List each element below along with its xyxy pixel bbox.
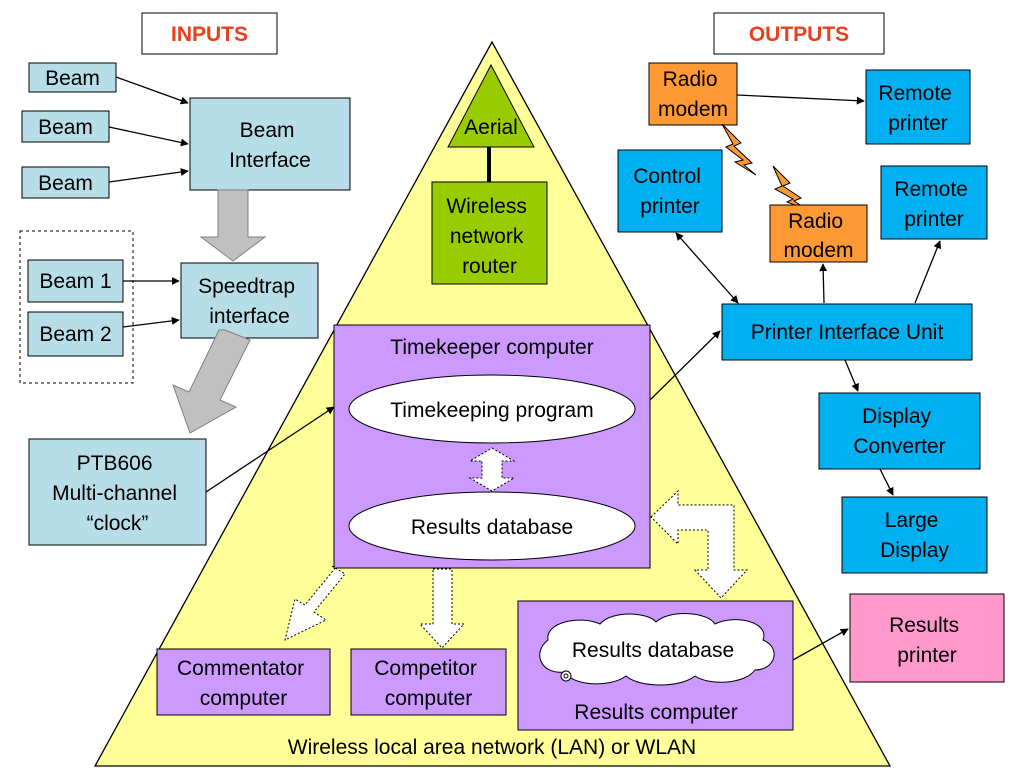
piu-to-remote-printer-line [914, 240, 942, 304]
timekeeper-computer-box: Timekeeper computer Timekeeping program … [333, 324, 651, 569]
beam-2-label: Beam 2 [39, 323, 111, 346]
beam-interface-label: Beam Interface [229, 119, 311, 172]
outputs-header-text: OUTPUTS [749, 23, 849, 46]
modem-to-remote-printer-line [736, 94, 865, 105]
inputs-header: INPUTS [141, 12, 278, 55]
outputs-header: OUTPUTS [713, 12, 885, 55]
beam-3-to-interface-line [108, 168, 189, 183]
timekeeper-to-piu-line [649, 330, 721, 401]
speedtrap-beams-group [19, 230, 134, 384]
control-printer-label: Control printer [633, 165, 707, 218]
results-database-cloud [539, 613, 775, 686]
control-printer-piu-line [675, 232, 739, 304]
radio-modem-top-box: Radio modem [648, 62, 738, 126]
display-converter-label: Display Converter [853, 405, 945, 458]
beam-2-box: Beam 2 [27, 311, 124, 357]
results-computer-box: Results database Results computer [517, 600, 794, 731]
remote-printer-right-box: Remote printer [880, 165, 988, 240]
beam-1-box: Beam 1 [27, 259, 124, 303]
beam-label-1: Beam [45, 67, 100, 90]
radio-modem-mid-label: Radio modem [783, 210, 853, 262]
ptb606-clock-label: PTB606 Multi-channel “clock” [52, 452, 183, 535]
remote-printer-top-label: Remote printer [878, 82, 957, 135]
beam-1-label: Beam 1 [39, 270, 111, 293]
to-commentator-arrow [284, 565, 346, 641]
beam-label-3: Beam [38, 172, 93, 195]
beam-2-to-interface-line [108, 126, 189, 147]
lightning-bolt-top-icon [721, 123, 757, 176]
speedtrap-to-ptb606-arrow [172, 329, 251, 434]
piu-to-radio-modem-line [819, 263, 828, 304]
commentator-computer-label: Commentator computer [177, 657, 310, 710]
beam-interface-box: Beam Interface [189, 97, 351, 191]
beam-box-3: Beam [21, 166, 110, 199]
program-database-double-arrow [468, 447, 516, 492]
results-computer-label: Results computer [574, 701, 737, 724]
display-converter-box: Display Converter [818, 392, 981, 470]
beam2-to-speedtrap-line [122, 316, 180, 328]
timekeeper-title: Timekeeper computer [390, 336, 593, 359]
aerial-label: Aerial [464, 116, 518, 139]
ptb606-to-timekeeper-line [205, 406, 335, 493]
results-database-label: Results database [411, 516, 573, 539]
control-printer-box: Control printer [617, 149, 723, 233]
speedtrap-interface-label: Speedtrap interface [198, 275, 301, 328]
wireless-router-label: Wireless network router [446, 195, 532, 278]
ptb606-clock-box: PTB606 Multi-channel “clock” [28, 438, 207, 546]
remote-printer-top-box: Remote printer [865, 69, 971, 145]
wlan-label: Wireless local area network (LAN) or WLA… [288, 736, 696, 759]
inputs-header-text: INPUTS [171, 23, 248, 46]
commentator-computer-box: Commentator computer [156, 648, 331, 716]
beam-box-2: Beam [21, 110, 110, 143]
printer-interface-unit-label: Printer Interface Unit [751, 321, 944, 344]
timekeeping-program-ellipse [348, 374, 636, 444]
remote-printer-right-label: Remote printer [894, 178, 973, 231]
beam-label-2: Beam [38, 116, 93, 139]
beam-interface-to-speedtrap-arrow [199, 189, 267, 262]
radio-modem-top-label: Radio modem [658, 68, 728, 121]
timekeeping-program-label: Timekeeping program [390, 399, 593, 422]
radio-modem-mid-box: Radio modem [769, 204, 868, 263]
competitor-computer-label: Competitor computer [374, 657, 483, 710]
results-printer-label: Results printer [889, 614, 965, 667]
beam-1-to-interface-line [115, 76, 189, 105]
lightning-bolt-mid-icon [772, 165, 811, 212]
results-printer-box: Results printer [849, 593, 1005, 683]
printer-interface-unit-box: Printer Interface Unit [721, 303, 973, 361]
cloud-database-label: Results database [572, 639, 734, 662]
to-competitor-arrow [418, 568, 466, 649]
converter-to-large-display-line [879, 468, 894, 496]
large-display-label: Large Display [880, 509, 949, 562]
results-database-ellipse [348, 491, 636, 561]
large-display-box: Large Display [841, 496, 988, 574]
timekeeper-results-bent-arrow [650, 489, 749, 599]
piu-to-display-converter-line [844, 359, 859, 392]
speedtrap-interface-box: Speedtrap interface [180, 262, 319, 339]
cloud-bubble-small-icon [563, 673, 569, 679]
competitor-computer-box: Competitor computer [350, 648, 507, 716]
beam-box-1: Beam [28, 62, 117, 93]
results-computer-to-printer-line [792, 628, 849, 661]
wireless-router-box: Wireless network router [431, 181, 548, 285]
